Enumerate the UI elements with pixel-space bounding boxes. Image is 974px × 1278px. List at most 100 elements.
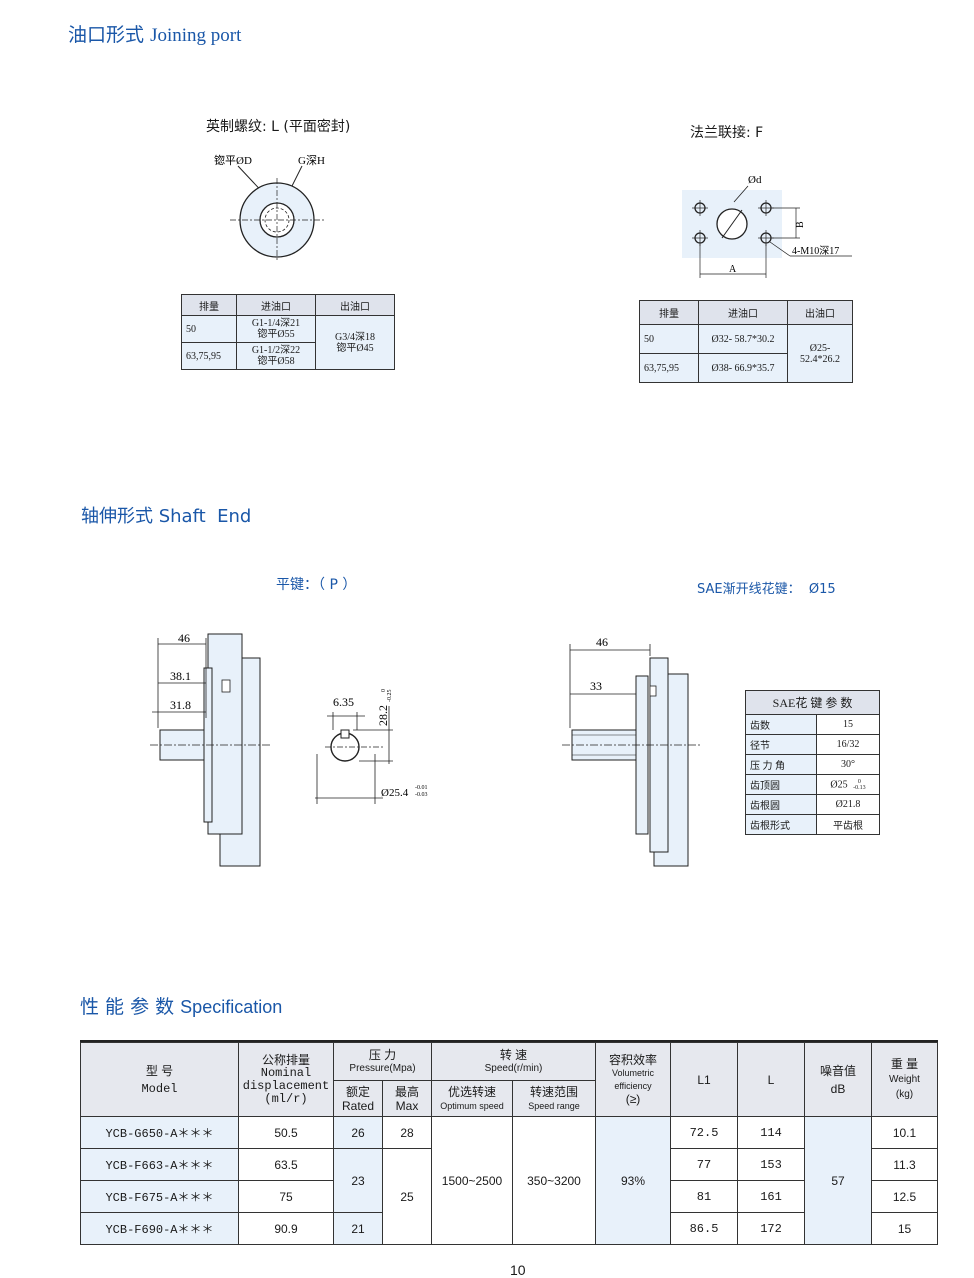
th-pressure: 压 力 Pressure(Mpa) [333,1042,432,1081]
flange-a-label: A [729,264,737,275]
max-cell: 25 [382,1148,432,1245]
opt-cn: 优选转速 [447,1084,496,1099]
l1-cell: 77 [670,1148,738,1181]
noise-unit: dB [830,1081,846,1096]
dim-31-8: 31.8 [170,698,191,712]
thread-port-table: 排量 进油口 出油口 50 G1-1/4深21 锪平Ø55 G3/4深18 锪平… [181,294,395,370]
row-inlet: G1-1/4深21 锪平Ø55 [236,315,316,343]
noise-cn: 噪音值 [819,1063,856,1078]
th-rated: 额定 Rated [333,1080,383,1117]
disp-cell: 50.5 [238,1116,334,1149]
disp-cell: 63.5 [238,1148,334,1181]
dim-28-2-tol-up: 0 [381,689,387,692]
disp-cell: 75 [238,1180,334,1213]
dim-25-4: Ø25.4 [381,787,409,799]
param-value: 16/32 [816,734,880,755]
speed-cn: 转 速 [499,1047,528,1062]
disp-unit: (ml/r) [264,1091,308,1106]
rated-en: Rated [341,1098,375,1113]
page-number: 10 [510,1262,526,1278]
speed-en: Speed(r/min) [484,1062,543,1074]
th-model: 型 号 Model [80,1042,239,1117]
l1-cell: 72.5 [670,1116,738,1149]
th-disp: 排量 [181,294,237,316]
param-name: 齿数 [745,714,817,735]
key-label: 平键：（ P ） [276,577,357,593]
spline-label: SAE渐开线花键： Ø15 [697,582,836,597]
weight-unit: (kg) [895,1089,914,1100]
tip-tol-lo: -0.13 [853,784,866,791]
max-cn: 最高 [394,1084,419,1099]
efficiency-cell: 93% [595,1116,671,1245]
disp-cn: 公称排量 [261,1052,310,1067]
th-max: 最高 Max [382,1080,432,1117]
eff-en: Volumetric [611,1067,655,1078]
weight-cell: 15 [871,1212,938,1245]
flange-port-table: 排量 进油口 出油口 50 Ø32- 58.7*30.2 Ø25- 52.4*2… [639,300,853,383]
param-name: 齿根圆 [745,794,817,815]
outlet-thread: G3/4深18 [335,331,375,343]
speed-range-cell: 350~3200 [512,1116,596,1245]
inlet-spotface: 锪平Ø55 [257,329,295,340]
weight-en: Weight [889,1074,920,1085]
spec-top-rule [80,1040,938,1042]
dim-33: 33 [590,679,602,693]
rated-cn: 额定 [345,1084,370,1099]
param-value: Ø21.8 [816,794,880,815]
dim-28-2-tol-lo: -0.25 [387,690,393,703]
tip-tolerance: 0 -0.13 [853,779,866,791]
model-cell: YCB-F675-A＊＊＊ [80,1180,239,1213]
opt-en: Optimum speed [440,1100,504,1111]
eff-unit: (≥) [625,1091,641,1106]
l-cell: 172 [737,1212,805,1245]
eff-en: efficiency [614,1080,652,1091]
param-value: 15 [816,714,880,735]
inlet-thread: G1-1/4深21 [251,318,301,329]
weight-cn: 重 量 [890,1057,919,1071]
model-cell: YCB-G650-A＊＊＊ [80,1116,239,1149]
dim-46: 46 [178,631,190,645]
spec-table: 型 号 Model 公称排量 Nominal displacement (ml/… [80,1042,938,1245]
dim-25-4-tol-up: -0.01 [415,785,428,791]
th-weight: 重 量 Weight (kg) [871,1042,938,1117]
model-en: Model [141,1081,178,1096]
noise-cell: 57 [804,1116,872,1245]
th-opt-speed: 优选转速 Optimum speed [431,1080,513,1117]
outlet-cell: G3/4深18 锪平Ø45 [315,315,395,370]
row-disp: 50 [181,315,237,343]
flange-label: 法兰联接: F [690,125,764,141]
press-en: Pressure(Mpa) [349,1062,416,1074]
weight-cell: 10.1 [871,1116,938,1149]
param-name: 径节 [745,734,817,755]
bolt-label: 4-M10深17 [792,245,839,257]
param-name: 齿根形式 [745,814,817,835]
key-shaft-side-view: 46 38.1 31.8 [150,631,270,867]
spline-shaft-side-view: 46 33 [562,635,702,867]
rated-cell: 23 [333,1148,383,1213]
l1-cell: 86.5 [670,1212,738,1245]
row-disp: 63,75,95 [181,342,237,370]
th-displacement: 公称排量 Nominal displacement (ml/r) [238,1042,334,1117]
key-shaft-section: 6.35 28.2 0 -0.25 Ø25.4 -0.01 -0.03 [315,689,428,804]
outlet-cell: Ø25- 52.4*26.2 [787,324,853,383]
title-en: Joining port [150,25,242,46]
max-en: Max [395,1098,419,1113]
dim-38-1: 38.1 [170,669,191,683]
th-speed-range: 转速范围 Speed range [512,1080,596,1117]
opt-speed-cell: 1500~2500 [431,1116,513,1245]
param-name: 压 力 角 [745,754,817,775]
th-noise: 噪音值 dB [804,1042,872,1117]
title-en: Specification [180,997,283,1017]
row-disp: 50 [639,324,699,354]
dim-25-4-tol-lo: -0.03 [415,792,428,798]
eff-cn: 容积效率 [608,1052,657,1067]
title-cn: 油口形式 [68,24,145,46]
thread-label: 英制螺纹: L (平面密封) [206,119,351,135]
th-outlet: 出油口 [787,300,853,325]
dim-6-35: 6.35 [333,695,354,709]
depth-label: G深H [298,154,325,167]
param-value: 30° [816,754,880,775]
param-value: Ø25 0 -0.13 [816,774,880,795]
rated-cell: 21 [333,1212,383,1245]
